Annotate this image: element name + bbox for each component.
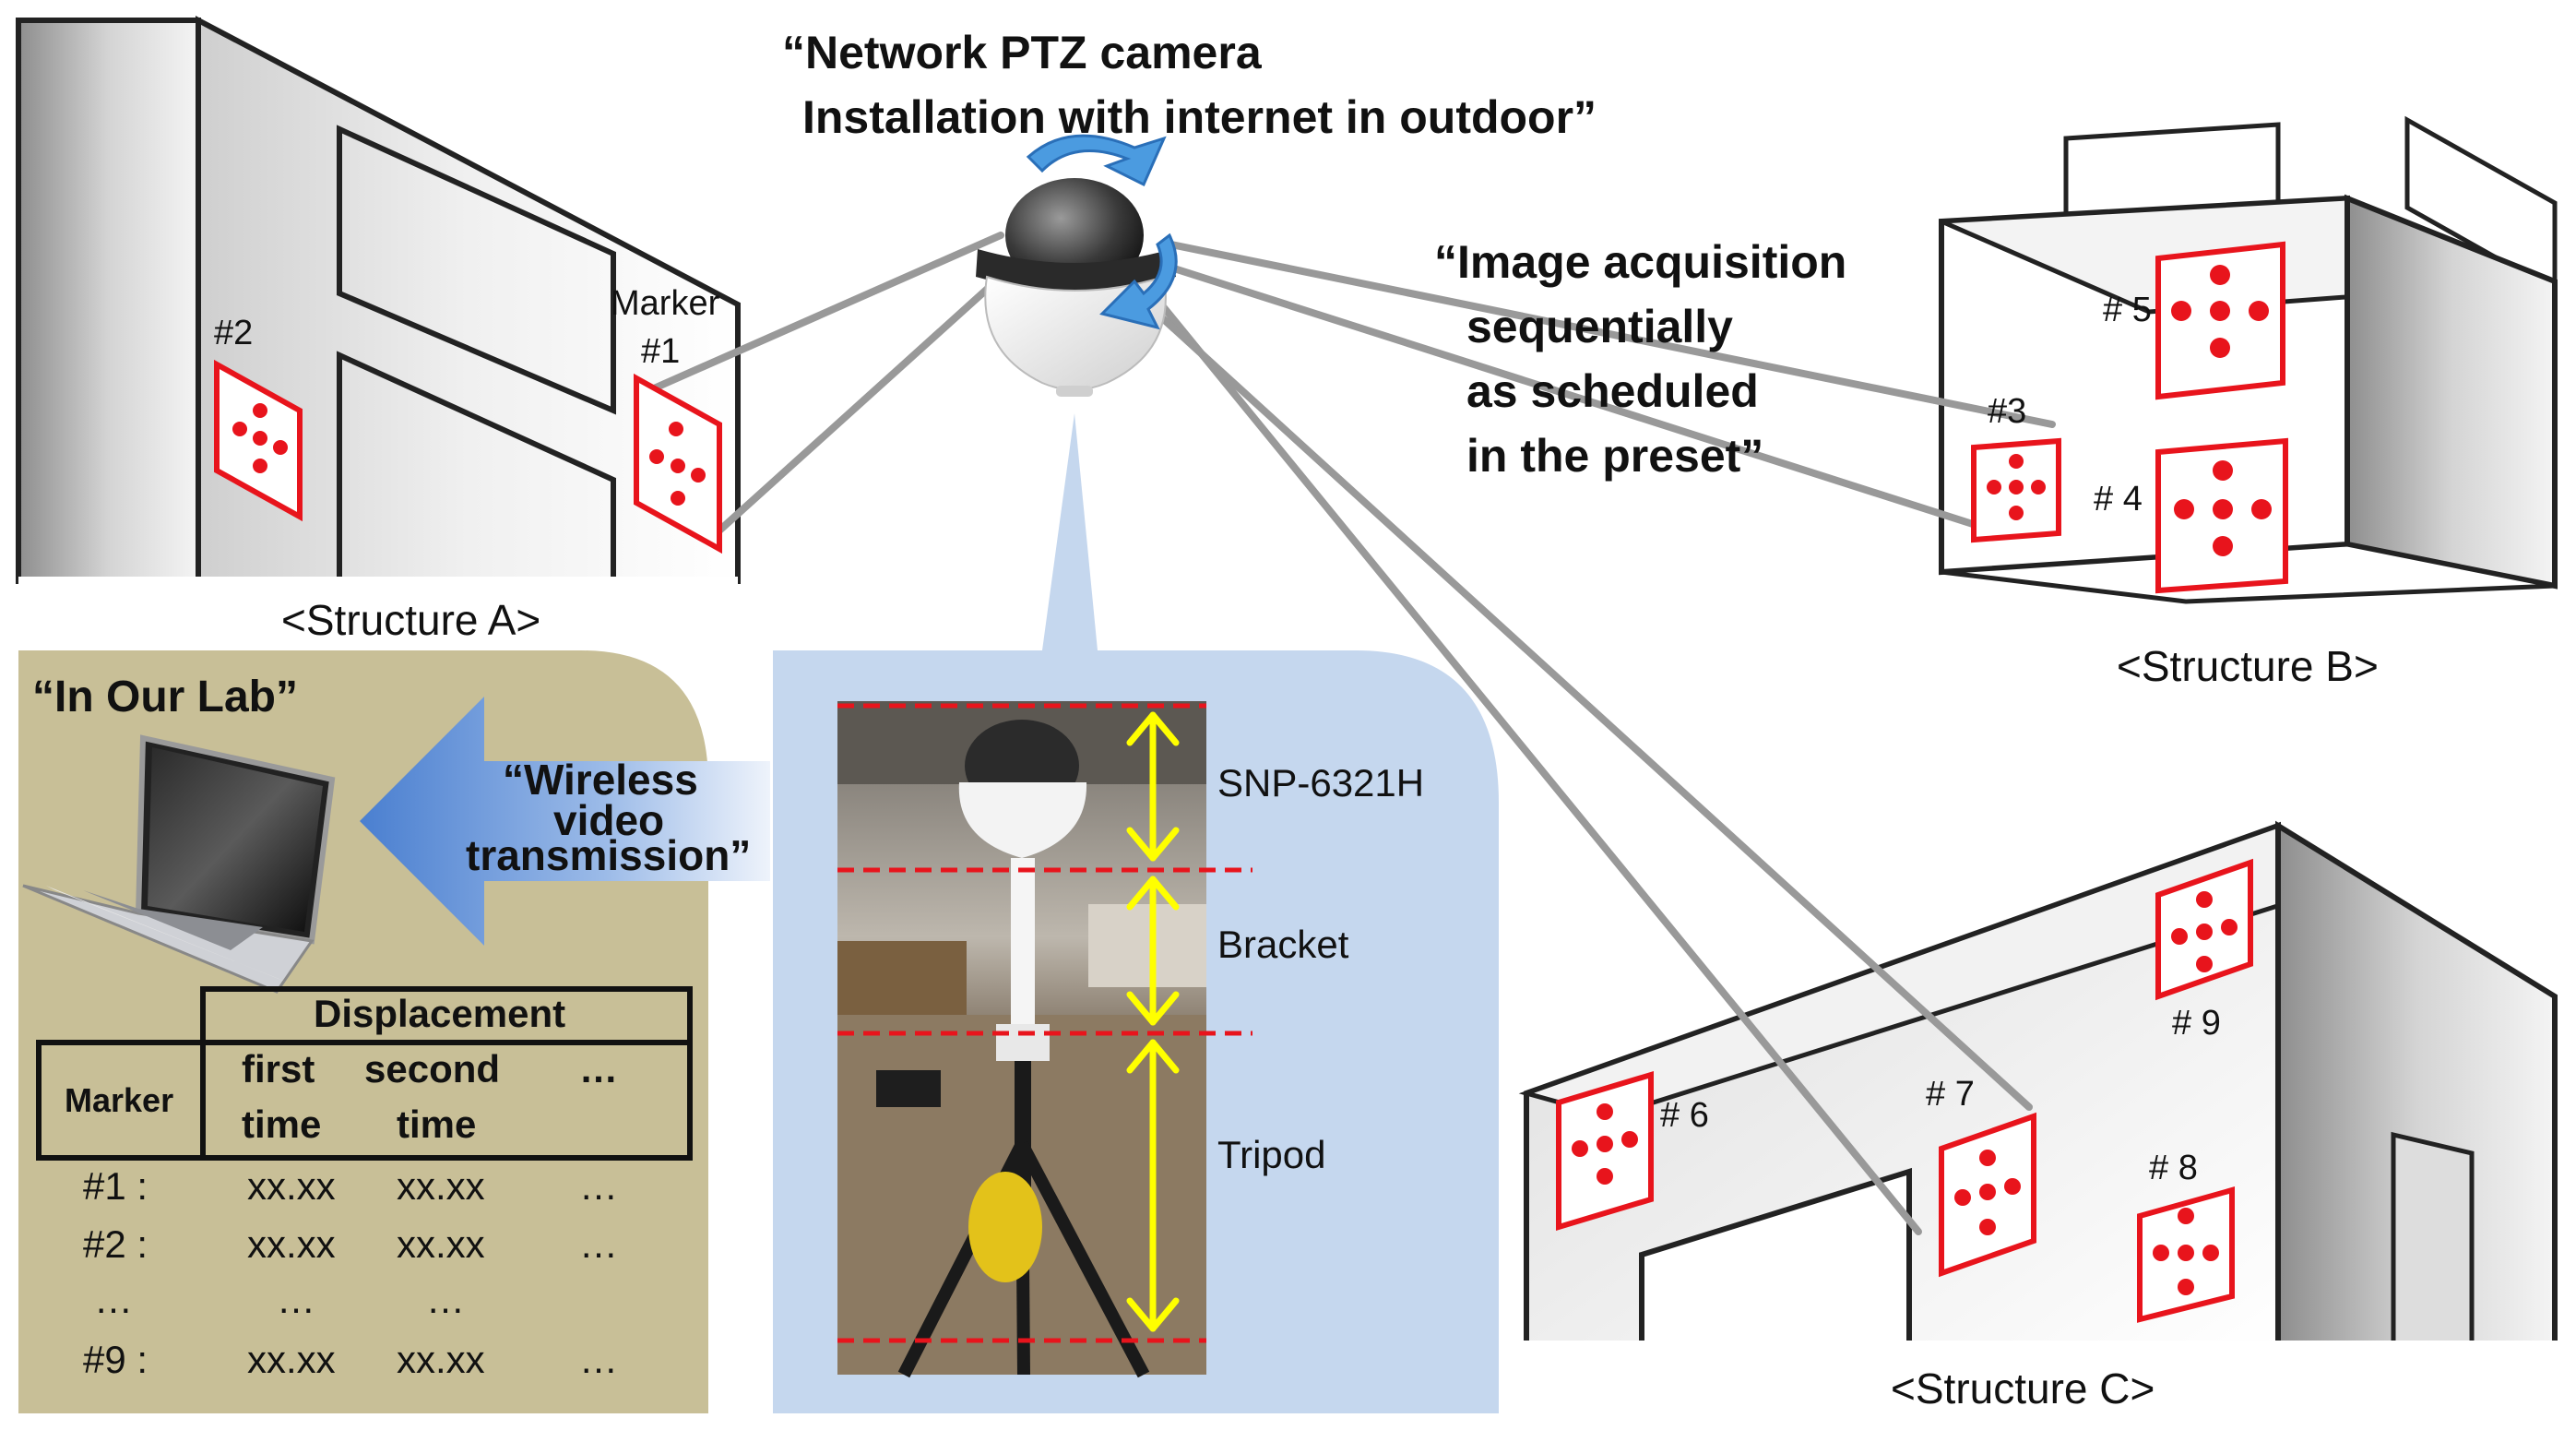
marker-7 [1939, 1112, 2036, 1278]
camera-model-label: SNP-6321H [1217, 761, 1425, 804]
table-cell-marker: #2 : [83, 1222, 148, 1266]
marker-1-word: Marker [611, 284, 720, 323]
table-col1-line1: first [242, 1047, 315, 1090]
transmission-arrow [360, 697, 770, 946]
marker-3-label: #3 [1988, 392, 2027, 431]
laptop-icon [22, 734, 336, 994]
table-group-header: Displacement [314, 992, 566, 1035]
sight-lines [642, 232, 2056, 1235]
structure-a-label: <Structure A> [281, 596, 541, 644]
table-cell-first: xx.xx [247, 1222, 336, 1266]
marker-5 [2155, 241, 2285, 400]
table-cell-second: xx.xx [397, 1222, 485, 1266]
table-marker-header: Marker [65, 1081, 174, 1119]
marker-4-label: # 4 [2094, 480, 2143, 518]
wireless-line2: video [553, 796, 665, 844]
table-cell-second: … [426, 1278, 465, 1321]
structure-c [1513, 820, 2564, 1353]
marker-8 [2137, 1186, 2235, 1323]
table-cell-more: … [579, 1164, 618, 1208]
ptz-camera-icon [976, 134, 1178, 397]
table-col1-line2: time [242, 1102, 322, 1146]
marker-2 [214, 359, 303, 522]
marker-9-label: # 9 [2172, 1004, 2221, 1043]
measurement-arrows [1126, 711, 1180, 1332]
table-cell-second: xx.xx [397, 1338, 485, 1381]
lab-title: “In Our Lab” [32, 673, 298, 721]
marker-6-label: # 6 [1660, 1096, 1709, 1135]
wireless-line1: “Wireless [503, 756, 698, 804]
marker-1-label: #1 [641, 332, 681, 371]
marker-1 [634, 373, 722, 554]
table-cell-more: … [579, 1222, 618, 1266]
tripod-label: Tripod [1217, 1133, 1326, 1176]
table-cell-marker: #9 : [83, 1338, 148, 1381]
structure-a [16, 16, 741, 586]
marker-6 [1556, 1070, 1654, 1232]
displacement-table [36, 986, 693, 1161]
structure-c-label: <Structure C> [1891, 1364, 2155, 1412]
acquisition-note-line3: as scheduled [1466, 365, 1759, 417]
table-cell-more: … [579, 1338, 618, 1381]
acquisition-note-line4: in the preset” [1466, 430, 1764, 482]
table-col2-line1: second [364, 1047, 501, 1090]
setup-photo [837, 701, 1206, 1378]
marker-9 [2155, 858, 2253, 1001]
bracket-label: Bracket [1217, 923, 1349, 966]
marker-5-label: # 5 [2103, 291, 2152, 329]
acquisition-note-line2: sequentially [1466, 301, 1733, 352]
acquisition-note-line1: “Image acquisition [1434, 236, 1847, 288]
marker-2-label: #2 [214, 314, 254, 352]
structure-b-label: <Structure B> [2117, 642, 2379, 690]
table-cell-marker: #1 : [83, 1164, 148, 1208]
marker-8-label: # 8 [2149, 1149, 2198, 1187]
table-cell-second: xx.xx [397, 1164, 485, 1208]
table-col2-line2: time [397, 1102, 477, 1146]
camera-title-line1: “Network PTZ camera [782, 27, 1262, 78]
table-cell-marker: … [94, 1278, 133, 1321]
camera-title-line2: Installation with internet in outdoor” [802, 91, 1597, 143]
marker-3 [1971, 437, 2061, 543]
marker-4 [2155, 437, 2288, 594]
section-dividers [837, 703, 1252, 1343]
wireless-line3: transmission” [466, 831, 752, 879]
table-col3-header: … [579, 1047, 618, 1090]
marker-7-label: # 7 [1926, 1075, 1975, 1114]
table-cell-first: xx.xx [247, 1164, 336, 1208]
table-cell-first: xx.xx [247, 1338, 336, 1381]
table-cell-first: … [277, 1278, 315, 1321]
